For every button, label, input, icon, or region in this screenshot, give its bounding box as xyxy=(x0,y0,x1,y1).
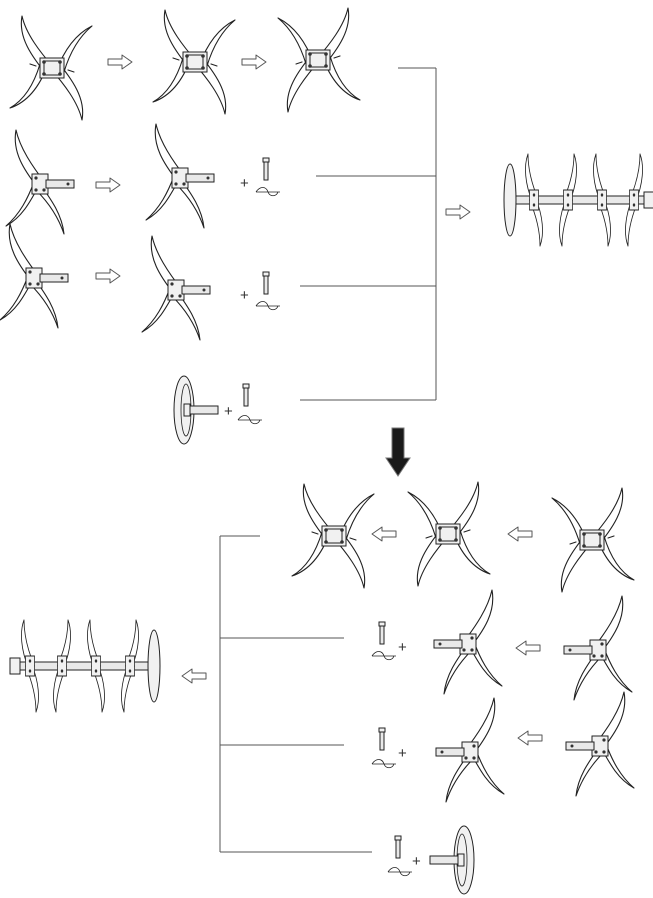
end-disc-with-shaft xyxy=(173,375,219,445)
plus-sign: + xyxy=(412,853,421,870)
row1-step1-tine-bundle xyxy=(9,15,93,121)
row1-step3-tine-bundle xyxy=(277,7,361,113)
row2-step2-hub-cluster-mirrored xyxy=(433,589,503,695)
pin-icon xyxy=(378,621,386,645)
row1-step2-tine-bundle xyxy=(152,9,236,115)
plus-sign: + xyxy=(240,175,249,192)
bottom-assembly-section: + + + xyxy=(9,481,635,895)
end-disc-with-shaft-mirrored xyxy=(429,825,475,895)
row2-step1-hub-cluster xyxy=(5,129,75,235)
plus-sign: + xyxy=(398,639,407,656)
row3-step1-hub-cluster-mirrored xyxy=(565,691,635,797)
row1-step1-tine-bundle-mirrored xyxy=(551,487,635,593)
clip-icon xyxy=(255,187,281,197)
step-arrow-icon xyxy=(445,204,471,220)
clip-icon xyxy=(237,415,263,425)
step-arrow-icon xyxy=(241,54,267,70)
step-arrow-icon xyxy=(95,268,121,284)
pin-icon xyxy=(262,271,270,295)
clip-icon xyxy=(371,651,397,661)
step-arrow-icon xyxy=(181,668,207,684)
row3-step1-hub-cluster xyxy=(0,223,69,329)
row3-step2-hub-cluster-mirrored xyxy=(435,697,505,803)
assembled-rotor-left xyxy=(503,153,653,247)
clip-icon xyxy=(387,867,413,877)
step-arrow-icon xyxy=(517,730,543,746)
plus-sign: + xyxy=(224,403,233,420)
top-assembly-section: + + + xyxy=(0,7,653,445)
clip-icon xyxy=(255,301,281,311)
pin-icon xyxy=(242,383,250,407)
row1-step3-tine-bundle-mirrored xyxy=(291,483,375,589)
pin-icon xyxy=(262,157,270,181)
pin-icon xyxy=(378,727,386,751)
plus-sign: + xyxy=(240,287,249,304)
assembled-rotor-right xyxy=(9,619,161,713)
row2-step2-hub-cluster xyxy=(145,123,215,229)
step-arrow-icon xyxy=(107,54,133,70)
row3-step2-hub-cluster xyxy=(141,235,211,341)
step-arrow-icon xyxy=(507,526,533,542)
down-arrow-icon xyxy=(385,427,411,477)
clip-icon xyxy=(371,759,397,769)
step-arrow-icon xyxy=(95,177,121,193)
row1-step2-tine-bundle-mirrored xyxy=(407,481,491,587)
row2-step1-hub-cluster-mirrored xyxy=(563,595,633,701)
pin-icon xyxy=(394,835,402,859)
step-arrow-icon xyxy=(371,526,397,542)
step-arrow-icon xyxy=(515,640,541,656)
plus-sign: + xyxy=(398,745,407,762)
